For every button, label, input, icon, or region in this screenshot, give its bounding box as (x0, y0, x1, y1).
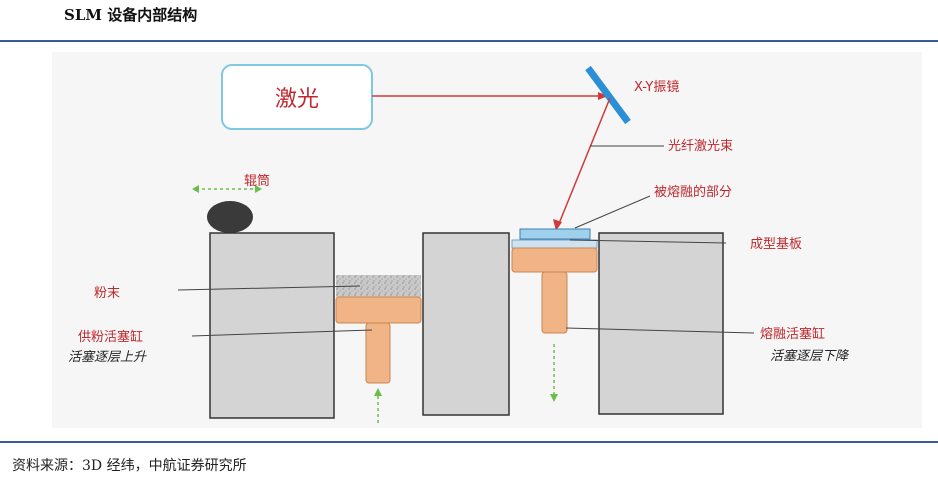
page-title: SLM 设备内部结构 (64, 6, 198, 24)
substrate-label: 成型基板 (750, 237, 802, 252)
xy-mirror-label: X-Y振镜 (634, 80, 679, 95)
fiber-laser-beam (557, 97, 611, 227)
source-note: 资料来源：3D 经纬，中航证券研究所 (12, 458, 247, 474)
xy-mirror (585, 65, 631, 125)
laser-label: 激光 (275, 87, 319, 112)
build-motion-label: 活塞逐层下降 (770, 348, 850, 364)
right-wall (598, 232, 724, 415)
roller-arrow-right (255, 185, 262, 193)
melted-part-label: 被熔融的部分 (654, 184, 732, 200)
left-wall (209, 232, 335, 419)
bottom-divider (0, 441, 938, 443)
build-piston-rod (541, 271, 568, 334)
roller (207, 201, 253, 233)
powder-label: 粉末 (94, 286, 120, 301)
supply-piston-pointer (191, 329, 373, 337)
melted-part-pointer (574, 195, 651, 229)
substrate-pointer (569, 239, 727, 244)
roller-arrow-left (192, 185, 199, 193)
supply-motion-label: 活塞逐层上升 (68, 349, 147, 365)
powder-pointer (177, 285, 361, 291)
melted-part (519, 228, 591, 240)
supply-piston-label: 供粉活塞缸 (78, 329, 143, 345)
fiber-beam-arrowhead (553, 219, 562, 231)
powder-layer (336, 275, 421, 297)
supply-up-arrowhead (374, 388, 382, 396)
roller-label: 辊筒 (244, 173, 270, 189)
build-piston-pointer (565, 327, 755, 334)
top-divider (0, 40, 938, 42)
supply-piston-rod (365, 322, 391, 384)
build-substrate (511, 239, 598, 249)
supply-piston-head (335, 296, 422, 324)
laser-box (221, 64, 373, 130)
laser-beam-arrowhead (598, 92, 608, 100)
middle-wall (422, 232, 510, 416)
build-down-arrowhead (550, 394, 558, 402)
build-piston-head (511, 247, 598, 273)
build-piston-label: 熔融活塞缸 (760, 326, 825, 342)
fiber-beam-label: 光纤激光束 (668, 139, 733, 154)
